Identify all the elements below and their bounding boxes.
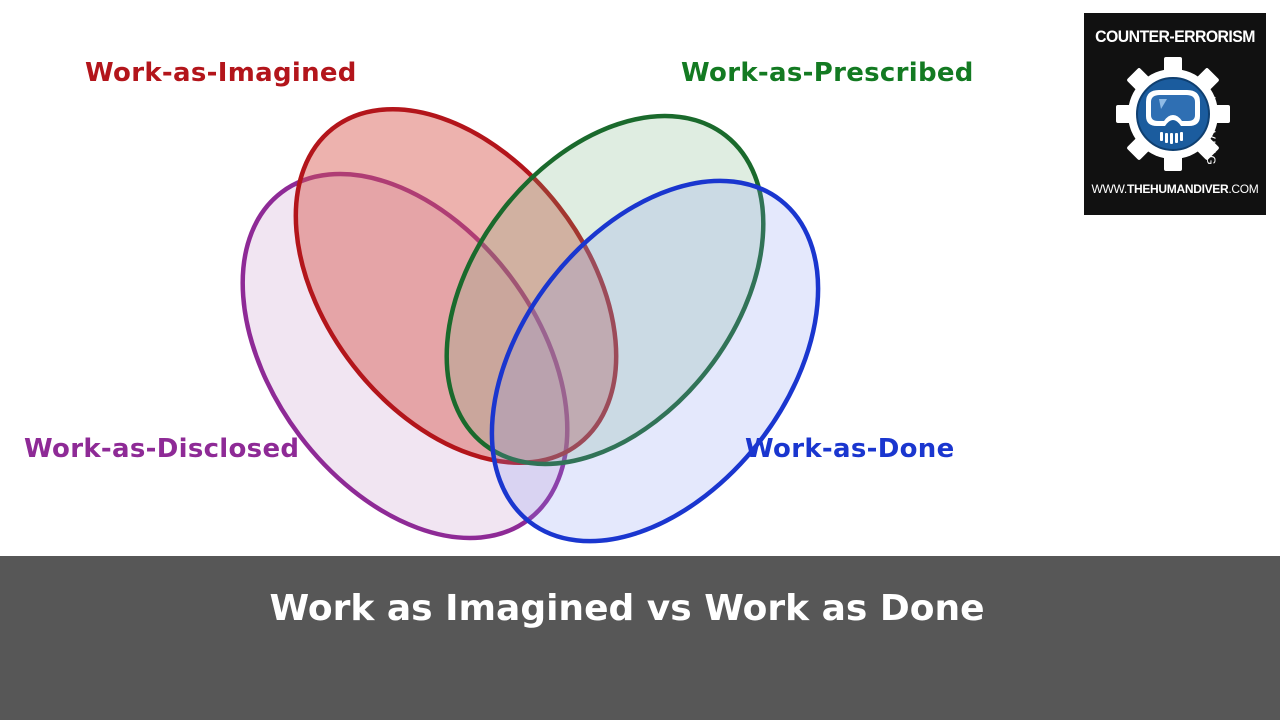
caption-bar: Work as Imagined vs Work as Done: [0, 556, 1280, 720]
logo-url-brand: THEHUMANDIVER: [1126, 182, 1229, 196]
logo-url-prefix: WWW.: [1091, 182, 1127, 196]
label-work-as-prescribed: Work-as-Prescribed: [681, 58, 974, 88]
logo-title: COUNTER-ERRORISM: [1095, 27, 1255, 46]
logo-url-suffix: .COM: [1228, 182, 1259, 196]
ellipse-work-as-done: [489, 178, 821, 544]
gear-with-dive-mask-icon: [1116, 57, 1230, 171]
venn-diagram: Work-as-Imagined Work-as-Prescribed Work…: [24, 58, 974, 544]
ellipse-work-as-prescribed: [444, 113, 766, 467]
caption-title: Work as Imagined vs Work as Done: [269, 588, 985, 629]
counter-errorism-logo: COUNTER-ERRORISM IN DIVING: [1084, 13, 1266, 215]
label-work-as-done: Work-as-Done: [745, 434, 955, 464]
logo-url: WWW.THEHUMANDIVER.COM: [1084, 182, 1266, 196]
label-work-as-disclosed: Work-as-Disclosed: [24, 434, 300, 464]
venn-diagram-graphic: [240, 106, 821, 544]
ellipse-work-as-imagined: [293, 106, 619, 466]
label-work-as-imagined: Work-as-Imagined: [85, 58, 357, 88]
